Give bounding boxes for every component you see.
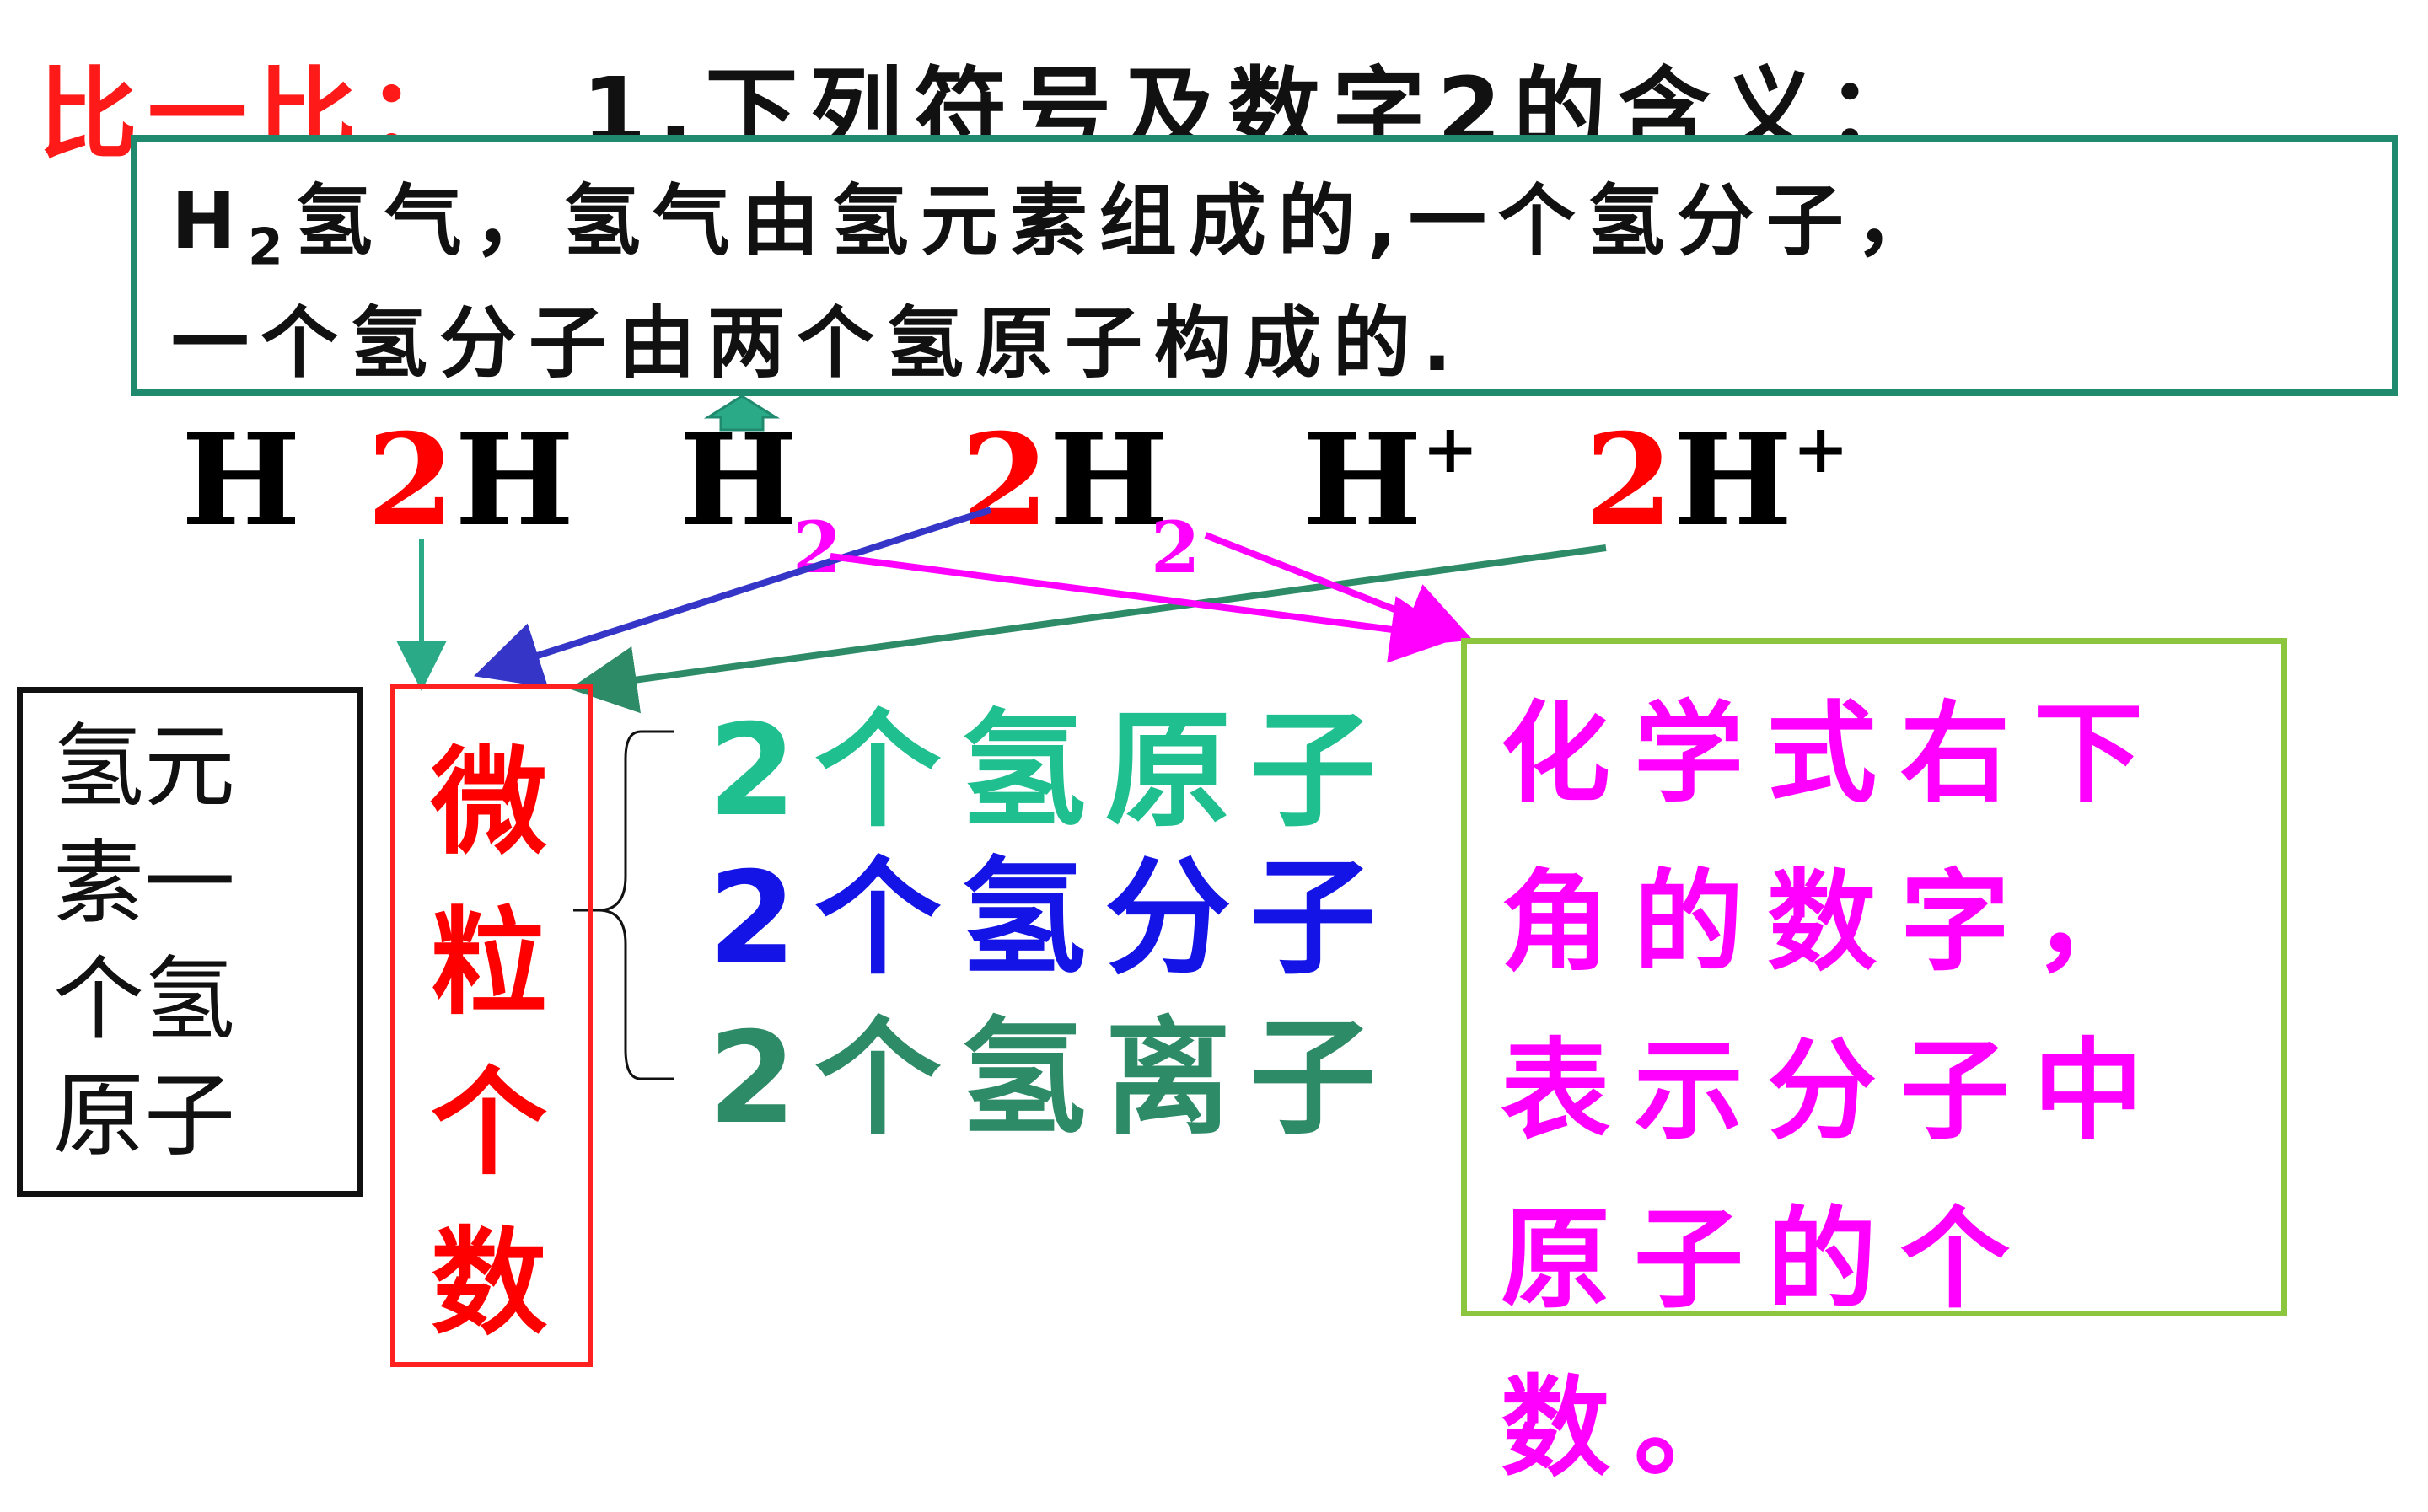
list-item-ions: 2个氢离子 (708, 1005, 1395, 1152)
symbol-2h-plus-coef: 2 (1585, 406, 1673, 555)
symbol-h: H (181, 417, 301, 544)
h2-meaning-line1: H2氢气，氢气由氢元素组成的,一个氢分子， (171, 158, 1945, 276)
arrows-layer (396, 394, 1607, 1080)
brace-icon (573, 730, 674, 1080)
list-item-molecules: 2个氢分子 (708, 845, 1395, 992)
subscript-meaning-text: 化学式右下 角的数字， 表示分子中 原子的个数。 (1501, 689, 2167, 1492)
h2-formula-base: H (171, 176, 248, 266)
symbol-2h-coef: 2 (367, 406, 455, 555)
symbol-h-plus-base: H (1303, 406, 1422, 555)
symbol-2h2-base: H (1049, 406, 1169, 555)
h2-meaning-box: H2氢气，氢气由氢元素组成的,一个氢分子， 一个氢分子由两个氢原子构成的. (131, 135, 2398, 396)
h2-formula-sub: 2 (248, 217, 295, 277)
h2-meaning-line1-text: 氢气，氢气由氢元素组成的,一个氢分子， (294, 176, 1945, 266)
symbol-2h2-coef: 2 (961, 406, 1050, 555)
symbol-2h2: 2H (961, 417, 1168, 544)
list-item-atoms: 2个氢原子 (708, 698, 1395, 844)
arrow-sub1-to-note (830, 553, 1458, 663)
symbol-2h: 2H (367, 417, 574, 544)
up-arrow-icon (703, 394, 781, 432)
subscript-2h2: 2 (1151, 506, 1201, 589)
symbol-2h-plus: 2H+ (1585, 415, 1849, 544)
symbol-2h-plus-base: H (1673, 406, 1793, 555)
arrow-2hplus-to-particle (569, 544, 1607, 714)
symbol-h2-base: H (679, 406, 798, 555)
element-meaning-box: 氢元素一个氢原子 (17, 687, 363, 1197)
symbol-h-base: H (181, 406, 301, 555)
subscript-meaning-box: 化学式右下 角的数字， 表示分子中 原子的个数。 (1461, 638, 2287, 1492)
symbol-2h-base: H (454, 406, 575, 555)
symbol-h-plus-sup: + (1421, 409, 1479, 488)
symbol-2h-plus-sup: + (1792, 409, 1850, 488)
particle-count-box: 微粒个数 (390, 684, 593, 1367)
particle-count-text: 微粒个数 (431, 735, 548, 1351)
element-meaning-text: 氢元素一个氢原子 (53, 715, 236, 1169)
arrow-sub2-to-note (1204, 532, 1474, 647)
symbol-h-plus: H+ (1303, 415, 1479, 544)
symbol-h2: H (679, 417, 798, 544)
h2-meaning-line2: 一个氢分子由两个氢原子构成的. (171, 298, 1464, 389)
arrow-2h2-to-particle (473, 507, 992, 688)
